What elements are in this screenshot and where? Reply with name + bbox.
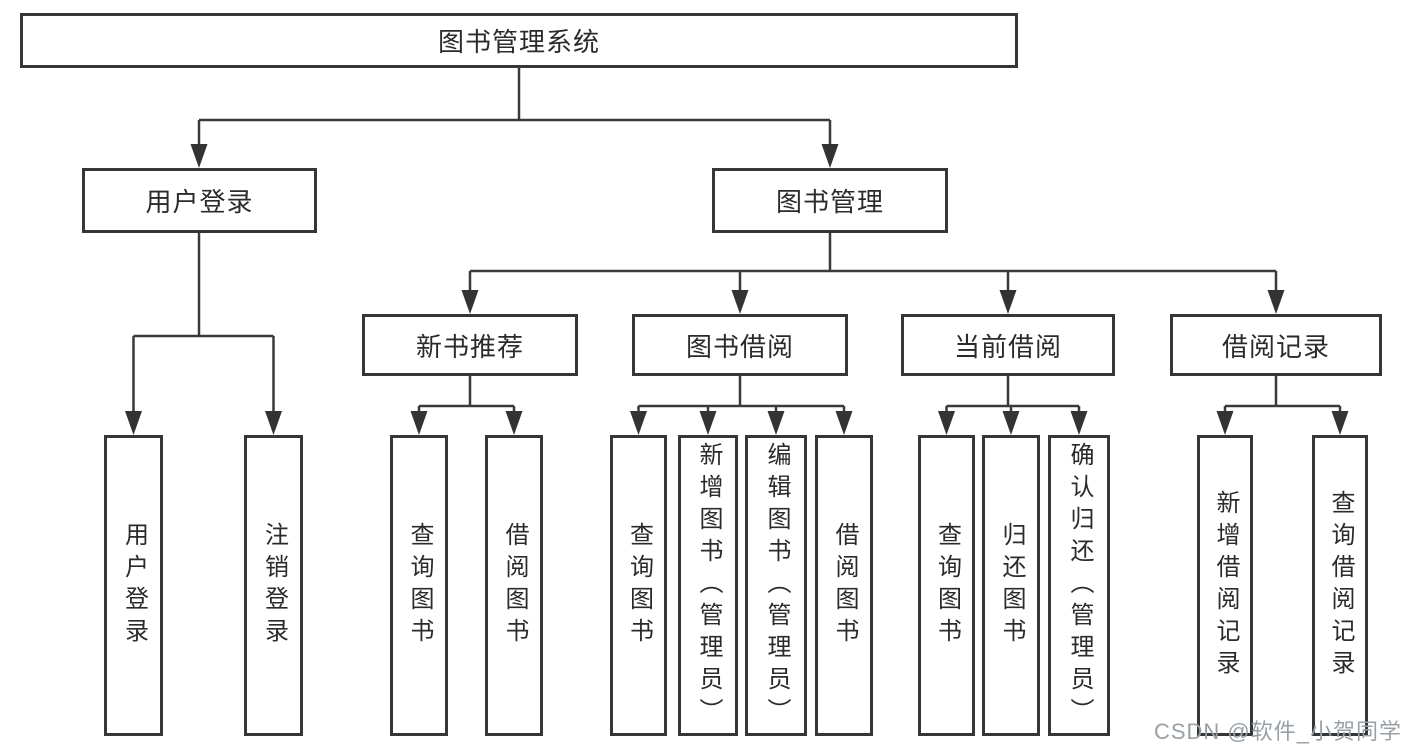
leaf-borrowing-edit-books-admin: 编辑图书（管理员） [745, 435, 807, 736]
watermark: CSDN @软件_小贺同学 [1153, 719, 1402, 744]
leaf-user-login: 用户登录 [104, 435, 163, 736]
leaf-borrowing-add-books-admin-label: 新增图书（管理员） [695, 441, 722, 730]
leaf-borrowing-borrow-books: 借阅图书 [815, 435, 873, 736]
node-user-login: 用户登录 [82, 168, 317, 233]
leaf-borrowing-edit-books-admin-label: 编辑图书（管理员） [763, 441, 790, 730]
node-library-system: 图书管理系统 [20, 13, 1018, 68]
leaf-logout-label: 注销登录 [260, 521, 288, 650]
leaf-recommend-borrow-books-label: 借阅图书 [501, 521, 528, 650]
node-current-borrowing: 当前借阅 [901, 314, 1115, 376]
node-book-management: 图书管理 [712, 168, 948, 233]
leaf-current-confirm-return-admin-label: 确认归还（管理员） [1066, 441, 1093, 730]
leaf-logout: 注销登录 [244, 435, 303, 736]
leaf-recommend-query-books: 查询图书 [390, 435, 448, 736]
arrowheads [125, 144, 1349, 435]
leaf-records-add-record: 新增借阅记录 [1197, 435, 1253, 736]
leaf-current-return-books: 归还图书 [982, 435, 1040, 736]
leaf-current-confirm-return-admin: 确认归还（管理员） [1048, 435, 1110, 736]
node-new-book-recommend: 新书推荐 [362, 314, 578, 376]
leaf-borrowing-query-books-label: 查询图书 [625, 521, 653, 650]
leaf-user-login-label: 用户登录 [120, 521, 148, 650]
leaf-borrowing-query-books: 查询图书 [610, 435, 667, 736]
leaf-records-query-record-label: 查询借阅记录 [1327, 489, 1354, 682]
leaf-current-query-books: 查询图书 [918, 435, 975, 736]
leaf-current-query-books-label: 查询图书 [933, 521, 961, 650]
leaf-current-return-books-label: 归还图书 [998, 521, 1025, 650]
leaf-borrowing-borrow-books-label: 借阅图书 [831, 521, 858, 650]
leaf-borrowing-add-books-admin: 新增图书（管理员） [678, 435, 738, 736]
leaf-records-add-record-label: 新增借阅记录 [1212, 489, 1239, 682]
leaf-records-query-record: 查询借阅记录 [1312, 435, 1368, 736]
node-book-borrowing: 图书借阅 [632, 314, 848, 376]
node-borrowing-records: 借阅记录 [1170, 314, 1382, 376]
leaf-recommend-query-books-label: 查询图书 [406, 521, 433, 650]
leaf-recommend-borrow-books: 借阅图书 [485, 435, 543, 736]
